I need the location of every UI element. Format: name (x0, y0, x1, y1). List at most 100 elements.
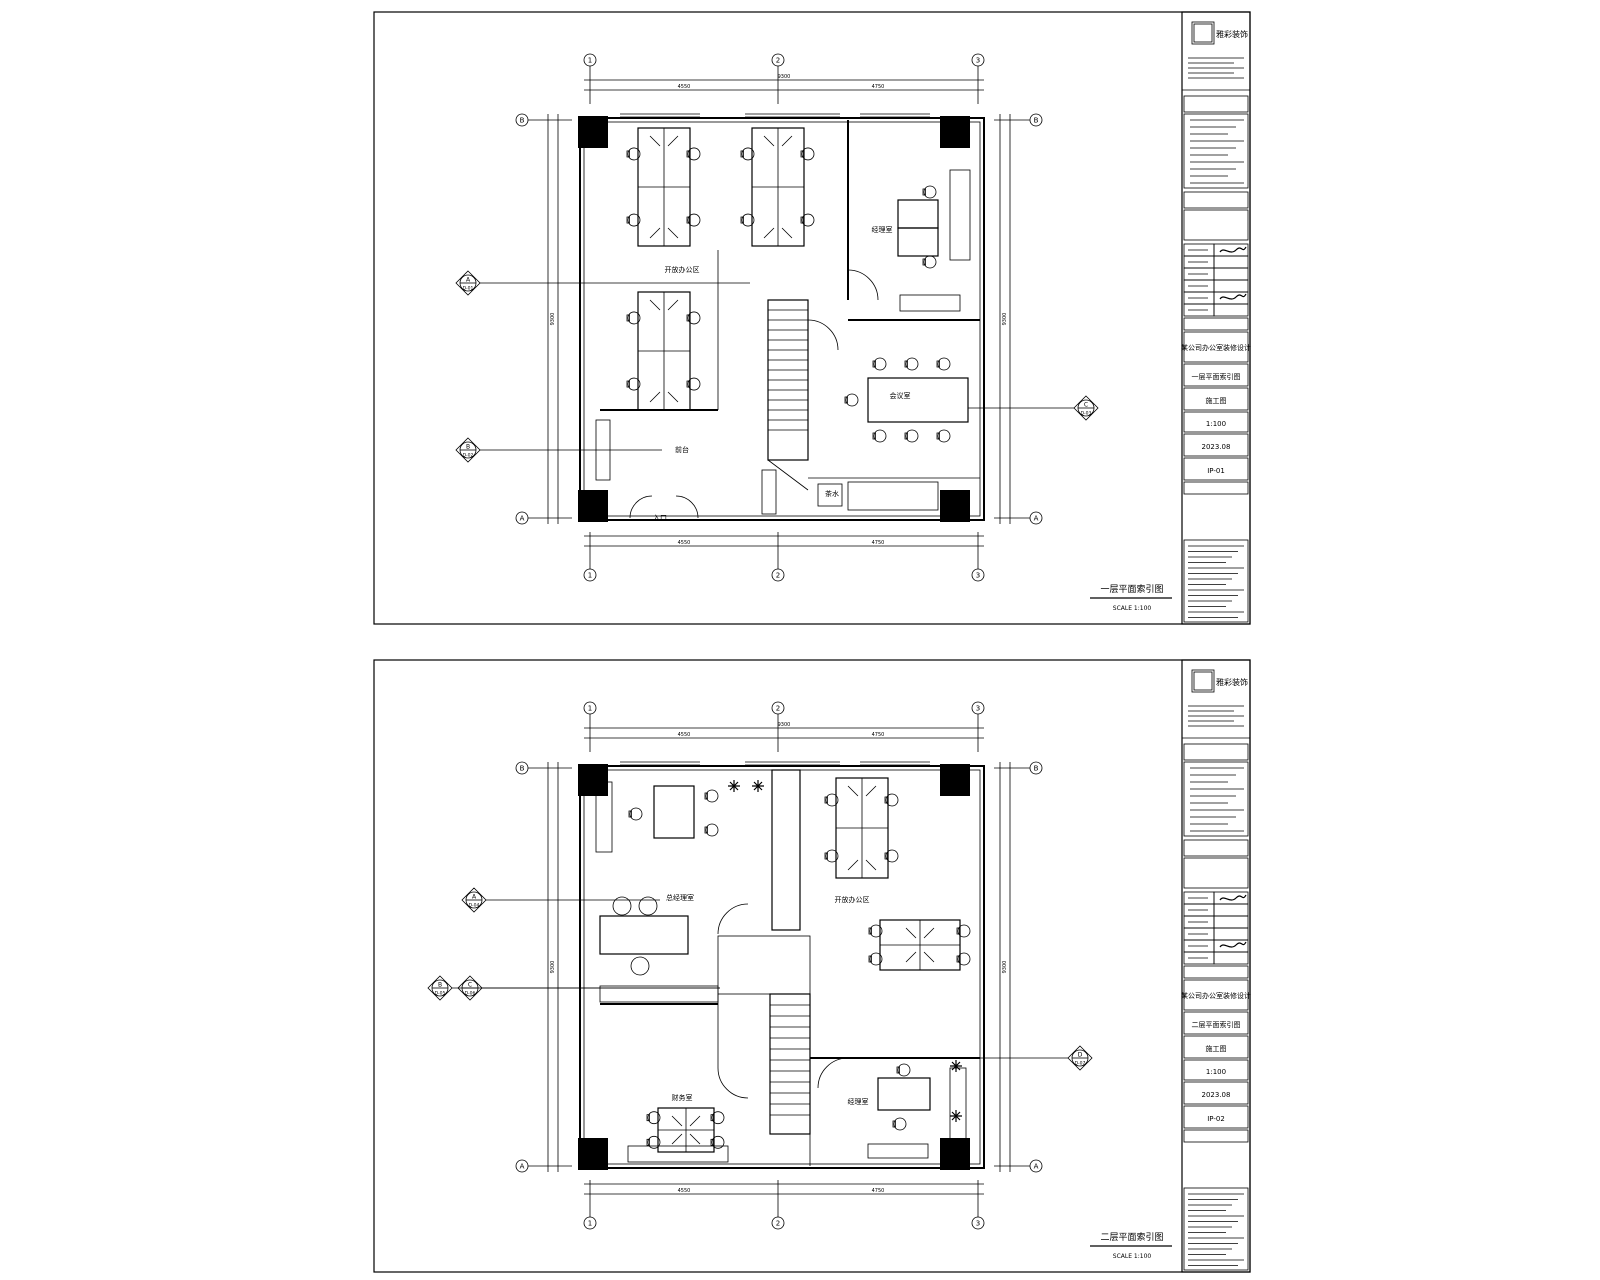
tb-cell (1183, 95, 1249, 113)
sign-value-cell (1213, 267, 1249, 281)
chair (801, 213, 815, 227)
grid-bubble-right-label: A (1034, 515, 1039, 523)
structural-column (940, 764, 970, 796)
index-number: C (468, 982, 472, 989)
grid-bubble-top-label: 2 (776, 57, 780, 65)
tb-cell (1183, 965, 1249, 979)
chair-arm (896, 1066, 900, 1074)
grid-bubble-bottom-label: 2 (776, 572, 780, 580)
chair (687, 213, 701, 227)
scale: 1:100 (1206, 420, 1226, 428)
plan-title: 一层平面索引图 (1100, 583, 1163, 595)
dimension-text: 9300 (550, 313, 556, 326)
chair (869, 952, 883, 966)
grid-bubble-top-label: 3 (976, 57, 980, 65)
entry-door-swing (629, 495, 699, 519)
plan-scale: SCALE 1:100 (1113, 1253, 1152, 1260)
signature (1219, 941, 1247, 948)
exterior-wall-inner (583, 769, 981, 1165)
index-symbol: DD-07 (1067, 1045, 1093, 1071)
room-label: 会议室 (890, 391, 911, 400)
sign-value-cell (1213, 951, 1249, 965)
cabinet (599, 985, 719, 1003)
bookcase (595, 781, 613, 853)
drawing-name: 二层平面索引图 (1192, 1020, 1241, 1029)
title-block-frame (1181, 11, 1251, 625)
grid-bubble-bottom-label: 3 (976, 572, 980, 580)
room-label: 开放办公区 (835, 895, 870, 904)
chair-arm (892, 1120, 896, 1128)
structural-column (578, 116, 608, 148)
stage: 施工图 (1206, 396, 1227, 405)
exterior-wall (579, 765, 985, 1169)
logo-mark (1191, 21, 1215, 45)
chair (687, 311, 701, 325)
grid-bubble-left-label: A (520, 515, 525, 523)
logo-mark-inner (1193, 23, 1213, 43)
monitor (905, 927, 935, 963)
logo-mark (1191, 669, 1215, 693)
chair (873, 357, 887, 371)
chair-arm (646, 1138, 650, 1146)
chair (905, 429, 919, 443)
plant (752, 780, 764, 792)
logo-mark-inner (1193, 671, 1213, 691)
tb-bottom-notes (1183, 539, 1249, 623)
sign-value-cell (1213, 927, 1249, 941)
structural-column (578, 1138, 608, 1170)
project-name-cell (1183, 979, 1249, 1011)
monitor (671, 1115, 701, 1145)
index-ref: D-03 (1081, 411, 1092, 417)
chair-arm (704, 826, 708, 834)
room-label: 入口 (653, 514, 667, 522)
index-number: B (466, 444, 470, 451)
door-swing (847, 269, 879, 301)
tb-cell (1183, 1129, 1249, 1143)
cabinet (949, 169, 971, 261)
chair (957, 952, 971, 966)
plant (728, 780, 740, 792)
index-number: B (438, 982, 442, 989)
index-symbol: CD-06 (457, 975, 483, 1001)
date: 2023.08 (1202, 443, 1231, 451)
index-ref: D-01 (463, 286, 474, 292)
date: 2023.08 (1202, 1091, 1231, 1099)
monitor (649, 299, 679, 403)
tb-cell (1183, 839, 1249, 857)
dimension-text: 9300 (778, 74, 791, 80)
grid-bubble-top-label: 1 (588, 705, 592, 713)
scale-cell (1183, 411, 1249, 433)
chair (629, 807, 643, 821)
structural-column (940, 116, 970, 148)
chair-arm (704, 792, 708, 800)
grid-bubble-top-label: 2 (776, 705, 780, 713)
date-cell (1183, 433, 1249, 457)
chair-arm (740, 150, 744, 158)
tb-bottom-notes (1183, 1187, 1249, 1271)
monitor (649, 135, 679, 239)
tb-cell (1183, 743, 1249, 761)
sign-value-cell (1213, 255, 1249, 269)
desk (897, 227, 939, 257)
grid-bubble-bottom-label: 2 (776, 1220, 780, 1228)
tb-cell (1183, 481, 1249, 495)
room-label: 茶水 (825, 489, 839, 498)
chair-arm (956, 955, 960, 963)
index-number: A (472, 894, 477, 901)
plant (950, 1060, 962, 1072)
chair (741, 147, 755, 161)
stool (630, 956, 650, 976)
scale: 1:100 (1206, 1068, 1226, 1076)
stool (612, 896, 632, 916)
sign-value-cell (1213, 915, 1249, 929)
drawing-name: 一层平面索引图 (1192, 372, 1241, 381)
door-swing (717, 1067, 749, 1099)
chair (627, 377, 641, 391)
chair-arm (824, 796, 828, 804)
drawing-no: IP-01 (1207, 467, 1225, 475)
chair-arm (686, 314, 690, 322)
chair (885, 793, 899, 807)
cabinet (899, 294, 961, 312)
